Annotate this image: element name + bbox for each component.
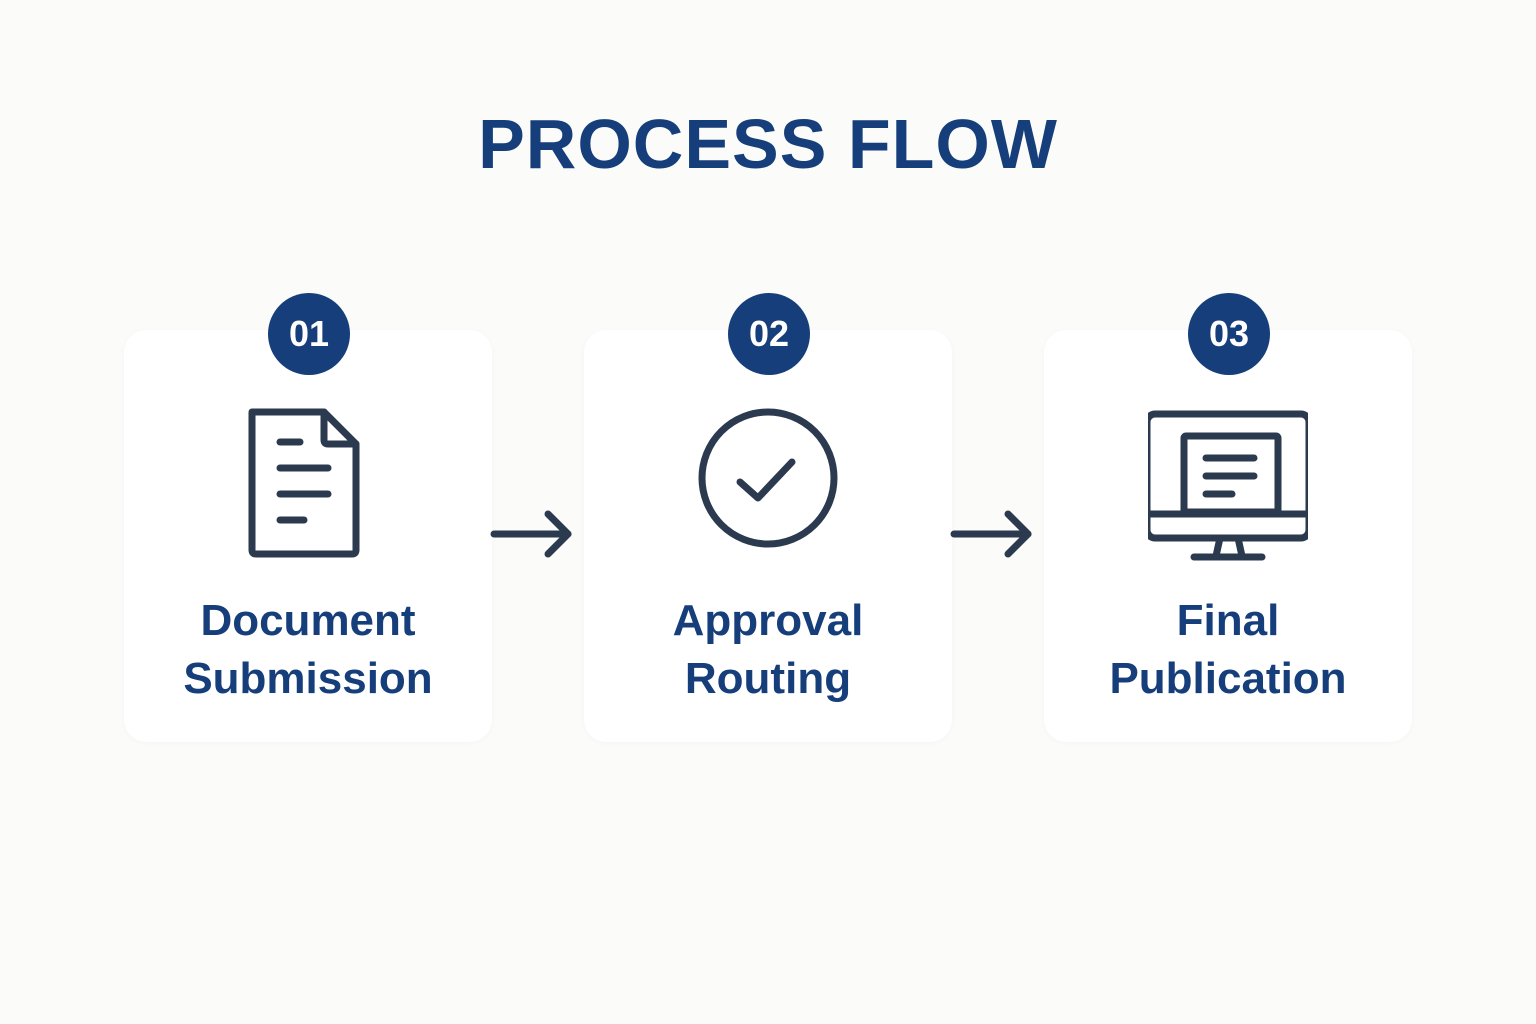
step-label-line: Routing [684,654,852,703]
step-number-badge: 02 [728,293,810,375]
arrow-right-icon [490,510,572,558]
step-card-approval-routing: 02 Approval Routing [584,293,952,742]
step-label: Document Submission [124,592,492,708]
document-icon [248,408,360,558]
step-card-document-submission: 01 Document Submission [124,293,492,742]
step-label-line: Document [200,596,416,645]
step-label-line: Final [1176,596,1280,645]
step-number-badge: 01 [268,293,350,375]
step-number-badge: 03 [1188,293,1270,375]
step-label-line: Submission [183,654,433,703]
page-title: PROCESS FLOW [478,105,1058,183]
step-label: Final Publication [1044,592,1412,708]
step-label: Approval Routing [584,592,952,708]
monitor-icon [1148,410,1308,561]
step-label-line: Publication [1109,654,1347,703]
check-circle-icon [698,408,838,548]
step-card-final-publication: 03 Final Publication [1044,293,1412,742]
arrow-right-icon [950,510,1032,558]
step-label-line: Approval [672,596,864,645]
